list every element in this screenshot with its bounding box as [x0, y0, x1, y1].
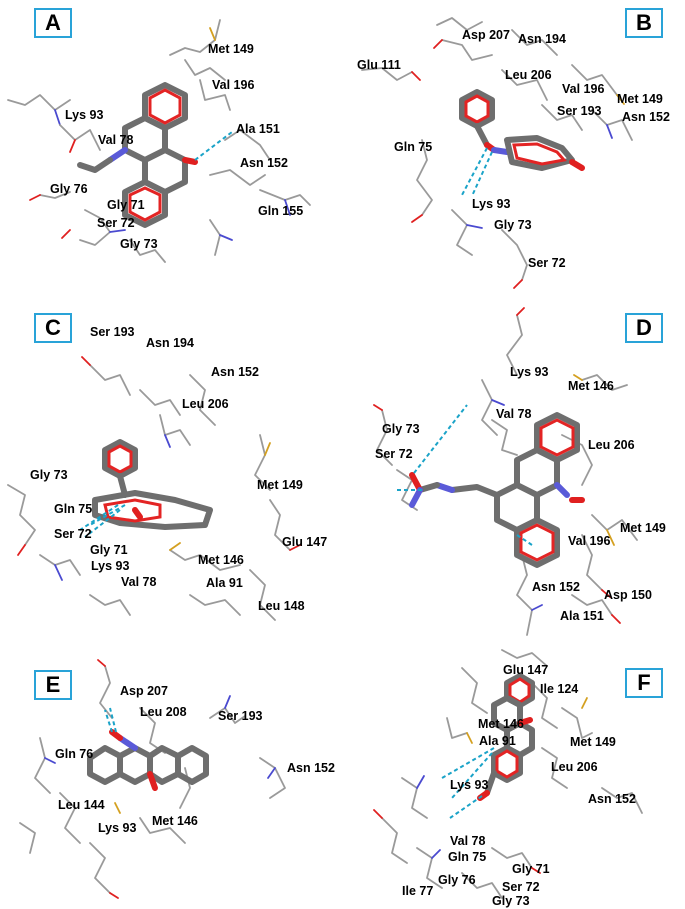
panel-f-label: F — [625, 668, 663, 698]
residue-label: Asn 152 — [622, 110, 670, 124]
residue-label: Ser 72 — [528, 256, 566, 270]
residue-label: Val 196 — [562, 82, 605, 96]
residue-label: Leu 206 — [182, 397, 229, 411]
residue-label: Val 196 — [212, 78, 255, 92]
residue-label: Ala 151 — [236, 122, 280, 136]
residue-label: Gln 75 — [394, 140, 433, 154]
residue-label: Gln 76 — [55, 747, 94, 761]
residue-label: Gly 73 — [382, 422, 420, 436]
panel-f-structure — [373, 649, 643, 899]
residue-label: Gly 73 — [120, 237, 158, 251]
residue-label: Ser 72 — [54, 527, 92, 541]
residue-label: Ile 77 — [402, 884, 434, 898]
residue-label: Ser 72 — [97, 216, 135, 230]
residue-label: Leu 148 — [258, 599, 305, 613]
residue-label: Lys 93 — [450, 778, 489, 792]
residue-label: Glu 111 — [357, 58, 401, 72]
panel-a: A Met 149 Val 196 Lys 93 Val 78 Ala 151 … — [0, 0, 342, 300]
panel-e-label: E — [34, 670, 72, 700]
residue-label: Met 149 — [620, 521, 666, 535]
panel-d: D Lys 93 Met 146 Val 78 Gly 73 Leu 206 S… — [342, 305, 685, 645]
residue-label: Glu 147 — [503, 663, 549, 677]
residue-label: Gly 71 — [512, 862, 550, 876]
residue-label: Leu 206 — [588, 438, 635, 452]
residue-label: Met 146 — [568, 379, 614, 393]
residue-label: Ala 91 — [479, 734, 516, 748]
residue-label: Asn 194 — [518, 32, 566, 46]
residue-label: Lys 93 — [91, 559, 130, 573]
residue-label: Asn 194 — [146, 336, 194, 350]
residue-label: Gln 75 — [448, 850, 487, 864]
residue-label: Met 146 — [198, 553, 244, 567]
panel-a-label: A — [34, 8, 72, 38]
residue-label: Asn 152 — [287, 761, 335, 775]
residue-label: Gly 73 — [30, 468, 68, 482]
residue-label: Asn 152 — [211, 365, 259, 379]
residue-label: Ser 72 — [502, 880, 540, 894]
panel-b-structure — [361, 17, 633, 289]
panel-c-structure — [7, 356, 301, 621]
panel-d-label: D — [625, 313, 663, 343]
panel-e-structure — [19, 659, 286, 899]
residue-label: Asp 207 — [462, 28, 510, 42]
residue-label: Ala 151 — [560, 609, 604, 623]
residue-label: Asn 152 — [588, 792, 636, 806]
residue-label: Ala 91 — [206, 576, 243, 590]
residue-label: Leu 208 — [140, 705, 187, 719]
residue-label: Val 78 — [496, 407, 532, 421]
residue-label: Leu 144 — [58, 798, 105, 812]
residue-label: Asn 152 — [532, 580, 580, 594]
residue-label: Gly 71 — [90, 543, 128, 557]
residue-label: Asp 150 — [604, 588, 652, 602]
residue-label: Leu 206 — [551, 760, 598, 774]
panel-e: E Asp 207 Leu 208 Ser 193 Gln 76 Asn 152… — [0, 648, 342, 909]
panel-d-structure — [373, 307, 638, 636]
residue-label: Asn 152 — [240, 156, 288, 170]
residue-label: Lys 93 — [65, 108, 104, 122]
residue-label: Ser 193 — [90, 325, 135, 339]
residue-label: Val 78 — [450, 834, 486, 848]
panel-a-structure — [7, 19, 311, 263]
residue-label: Val 196 — [568, 534, 611, 548]
residue-label: Gly 73 — [494, 218, 532, 232]
panel-f: F Glu 147 Ile 124 Met 146 Ala 91 Met 149… — [342, 648, 685, 909]
residue-label: Lys 93 — [510, 365, 549, 379]
residue-label: Met 149 — [257, 478, 303, 492]
residue-label: Lys 93 — [98, 821, 137, 835]
residue-label: Gly 76 — [50, 182, 88, 196]
panel-c: C Ser 193 Asn 194 Asn 152 Leu 206 Gly 73… — [0, 305, 342, 645]
residue-label: Ser 193 — [218, 709, 263, 723]
residue-label: Met 146 — [478, 717, 524, 731]
residue-label: Val 78 — [98, 133, 134, 147]
residue-label: Gly 76 — [438, 873, 476, 887]
residue-label: Met 149 — [570, 735, 616, 749]
panel-c-label: C — [34, 313, 72, 343]
residue-label: Val 78 — [121, 575, 157, 589]
residue-label: Gln 155 — [258, 204, 304, 218]
residue-label: Ser 193 — [557, 104, 602, 118]
residue-label: Asp 207 — [120, 684, 168, 698]
residue-label: Gln 75 — [54, 502, 93, 516]
residue-label: Gly 73 — [492, 894, 530, 908]
residue-label: Met 149 — [208, 42, 254, 56]
residue-label: Met 149 — [617, 92, 663, 106]
residue-label: Lys 93 — [472, 197, 511, 211]
residue-label: Met 146 — [152, 814, 198, 828]
residue-label: Ile 124 — [540, 682, 579, 696]
panel-b: B Asp 207 Asn 194 Glu 111 Leu 206 Val 19… — [342, 0, 685, 300]
panel-b-label: B — [625, 8, 663, 38]
residue-label: Leu 206 — [505, 68, 552, 82]
residue-label: Ser 72 — [375, 447, 413, 461]
residue-label: Gly 71 — [107, 198, 145, 212]
residue-label: Glu 147 — [282, 535, 328, 549]
